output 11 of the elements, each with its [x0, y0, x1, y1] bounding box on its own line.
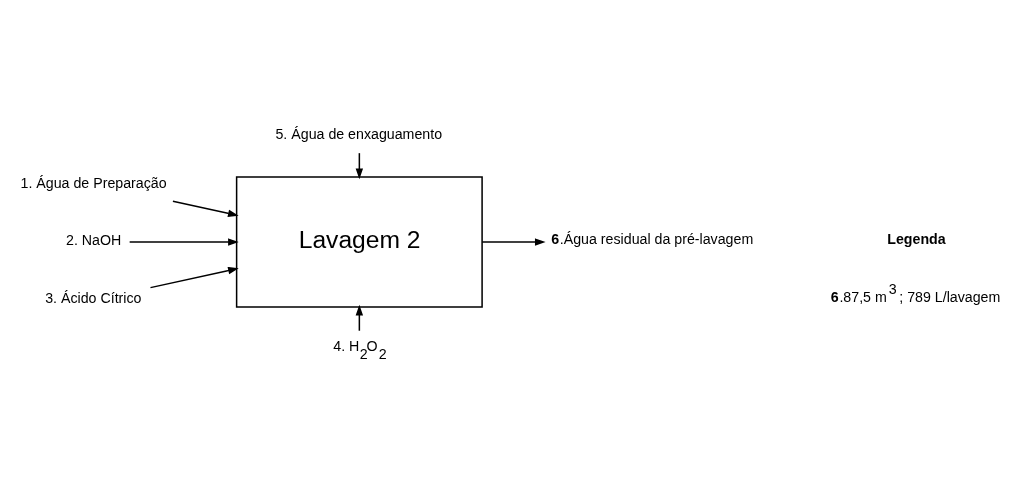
label: Legenda: [887, 231, 946, 248]
node-text: 3. Ácido Cítrico: [45, 290, 142, 307]
arrow: [172, 200, 239, 218]
node-box: Lavagem 2: [235, 176, 483, 308]
node-text: 2. NaOH: [66, 232, 122, 249]
node-text: 5. Água de enxaguamento: [275, 126, 443, 143]
node-text: 6.Água residual da pré-lavagem: [551, 231, 754, 248]
arrow: [481, 238, 546, 246]
arrow: [149, 266, 239, 289]
arrow: [128, 238, 239, 246]
node-text: 1. Água de Preparação: [20, 174, 167, 191]
